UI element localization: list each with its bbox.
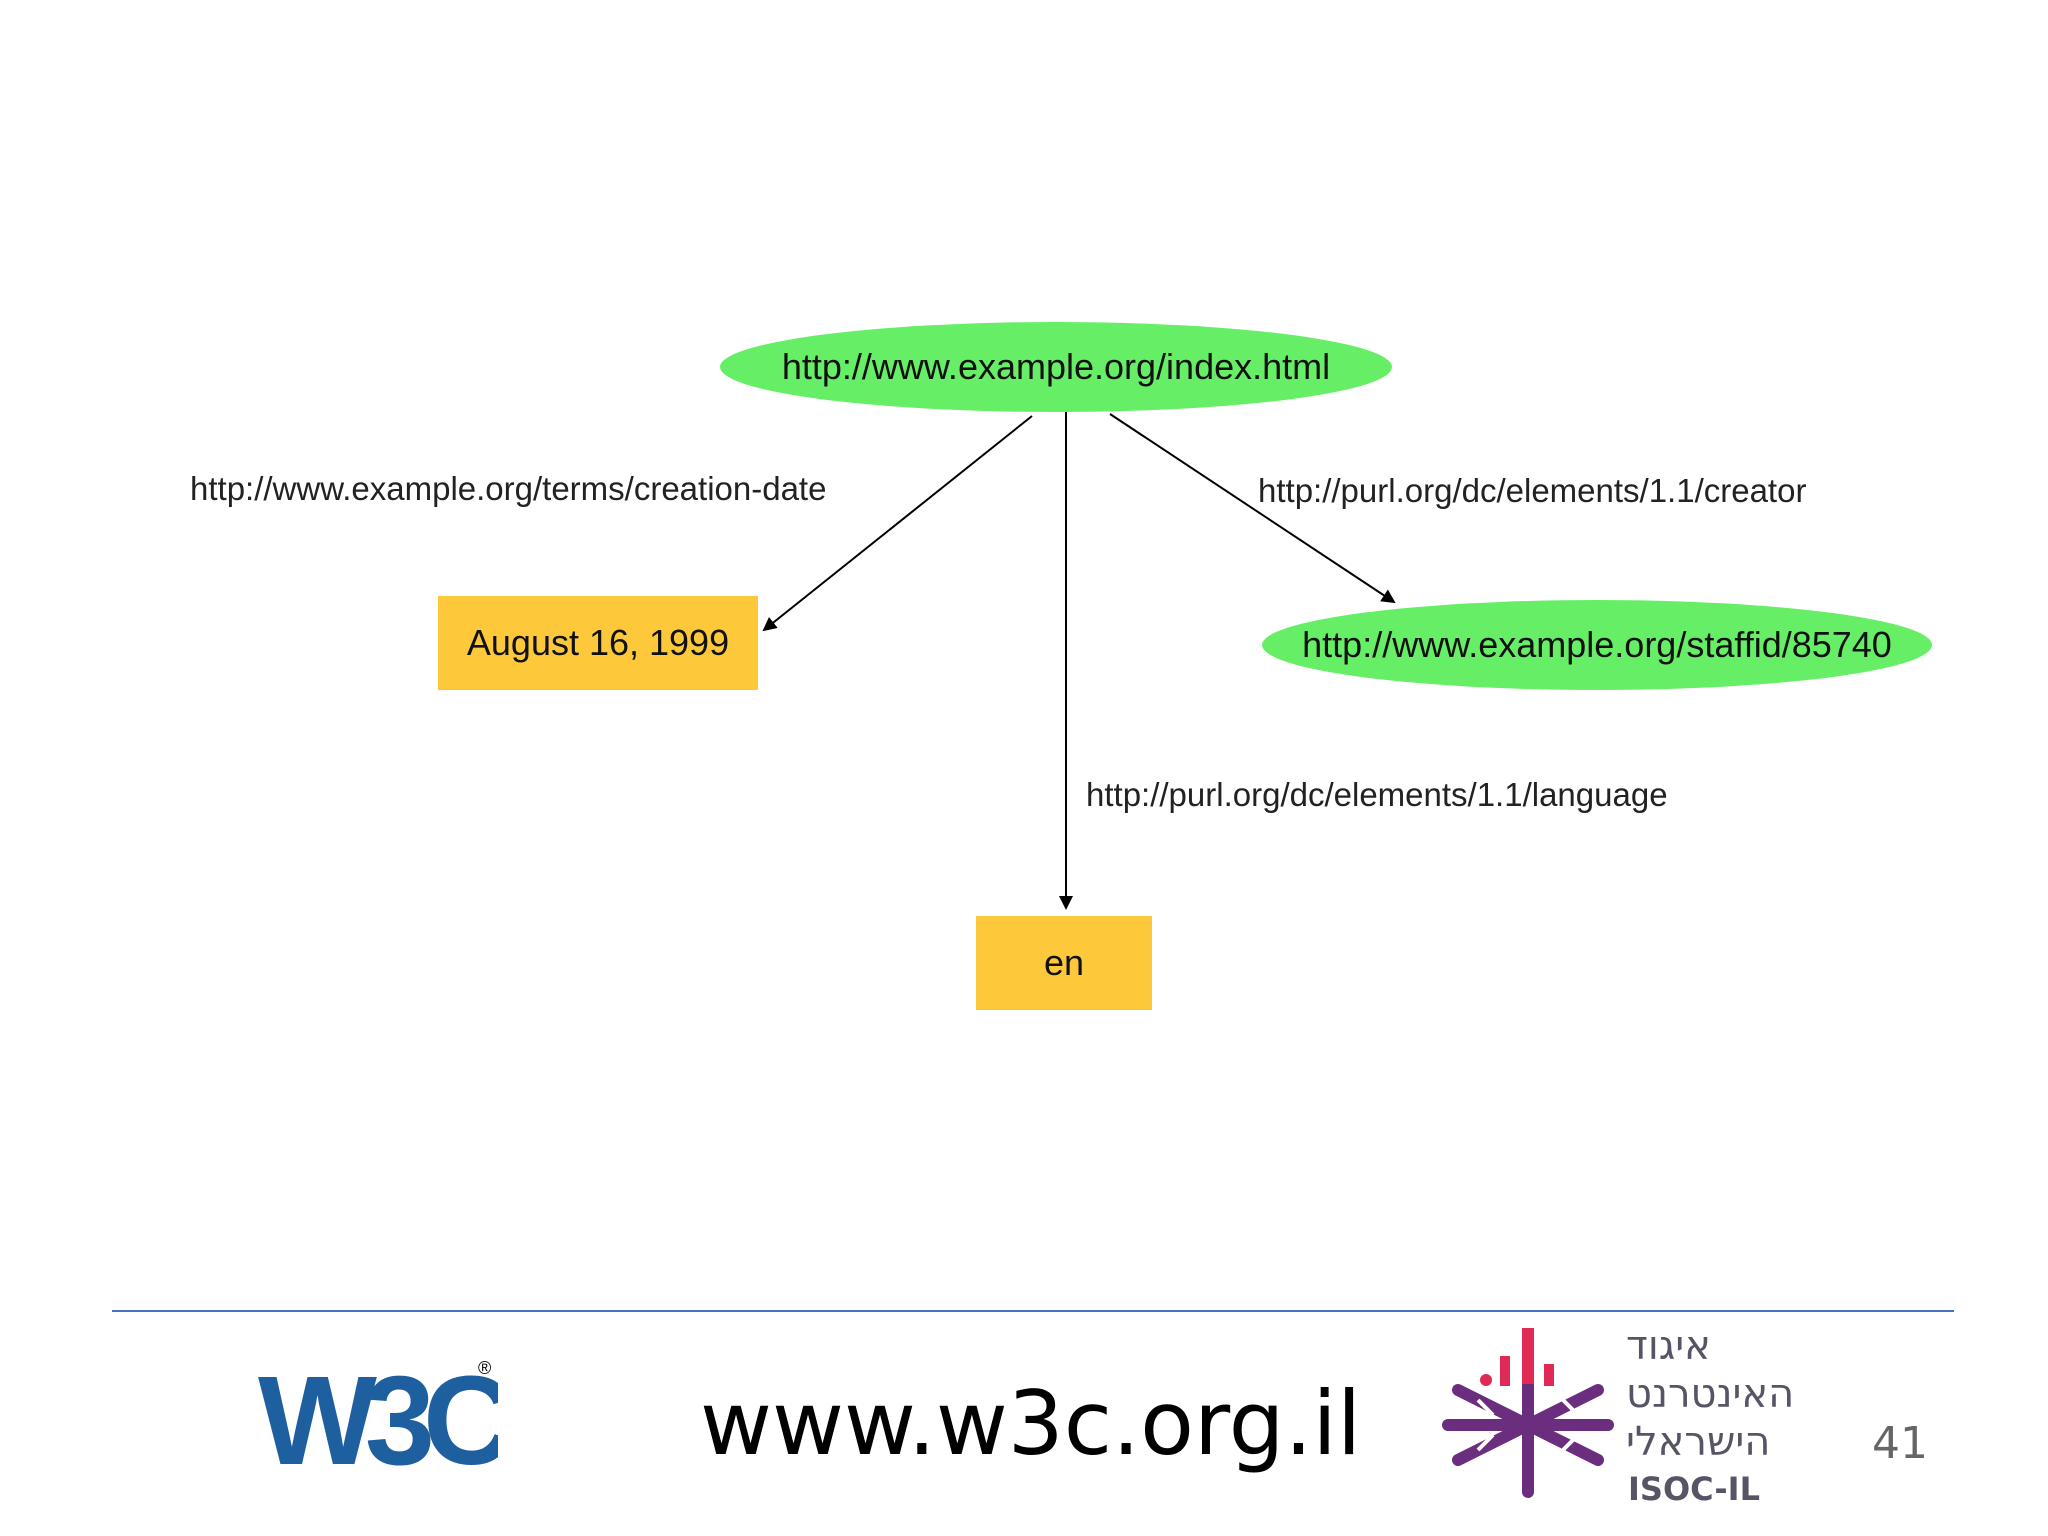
isoc-line-3: הישראלי bbox=[1626, 1419, 1771, 1465]
isoc-logo bbox=[1442, 1328, 1614, 1498]
subject-resource-node: http://www.example.org/index.html bbox=[720, 322, 1392, 412]
subject-resource-label: http://www.example.org/index.html bbox=[781, 346, 1331, 387]
registered-mark: ® bbox=[478, 1358, 491, 1378]
creator-resource-label: http://www.example.org/staffid/85740 bbox=[1302, 624, 1892, 665]
edge-label-creation-date: http://www.example.org/terms/creation-da… bbox=[190, 470, 827, 507]
edge-label-language: http://purl.org/dc/elements/1.1/language bbox=[1086, 776, 1668, 813]
footer-divider bbox=[112, 1310, 1954, 1312]
edge-creation-date-arrow bbox=[762, 415, 1033, 632]
language-literal-label: en bbox=[1043, 942, 1085, 983]
isoc-latin-name: ISOC-IL bbox=[1628, 1470, 1760, 1508]
isoc-line-1: איגוד bbox=[1626, 1323, 1711, 1369]
date-literal-node: August 16, 1999 bbox=[438, 596, 758, 690]
isoc-hebrew-name: איגוד האינטרנט הישראלי bbox=[1626, 1322, 1794, 1466]
w3c-logo: W3C ® bbox=[258, 1350, 498, 1484]
language-literal-node: en bbox=[976, 916, 1152, 1010]
isoc-line-2: האינטרנט bbox=[1626, 1371, 1795, 1417]
w3c-logo-wordmark: W3C bbox=[258, 1350, 498, 1484]
date-literal-label: August 16, 1999 bbox=[466, 622, 730, 663]
site-url: www.w3c.org.il bbox=[700, 1372, 1362, 1475]
page-number: 41 bbox=[1872, 1418, 1928, 1469]
edge-label-creator: http://purl.org/dc/elements/1.1/creator bbox=[1258, 472, 1807, 509]
creator-resource-node: http://www.example.org/staffid/85740 bbox=[1262, 600, 1932, 690]
edge-creator-arrow bbox=[1109, 413, 1396, 604]
